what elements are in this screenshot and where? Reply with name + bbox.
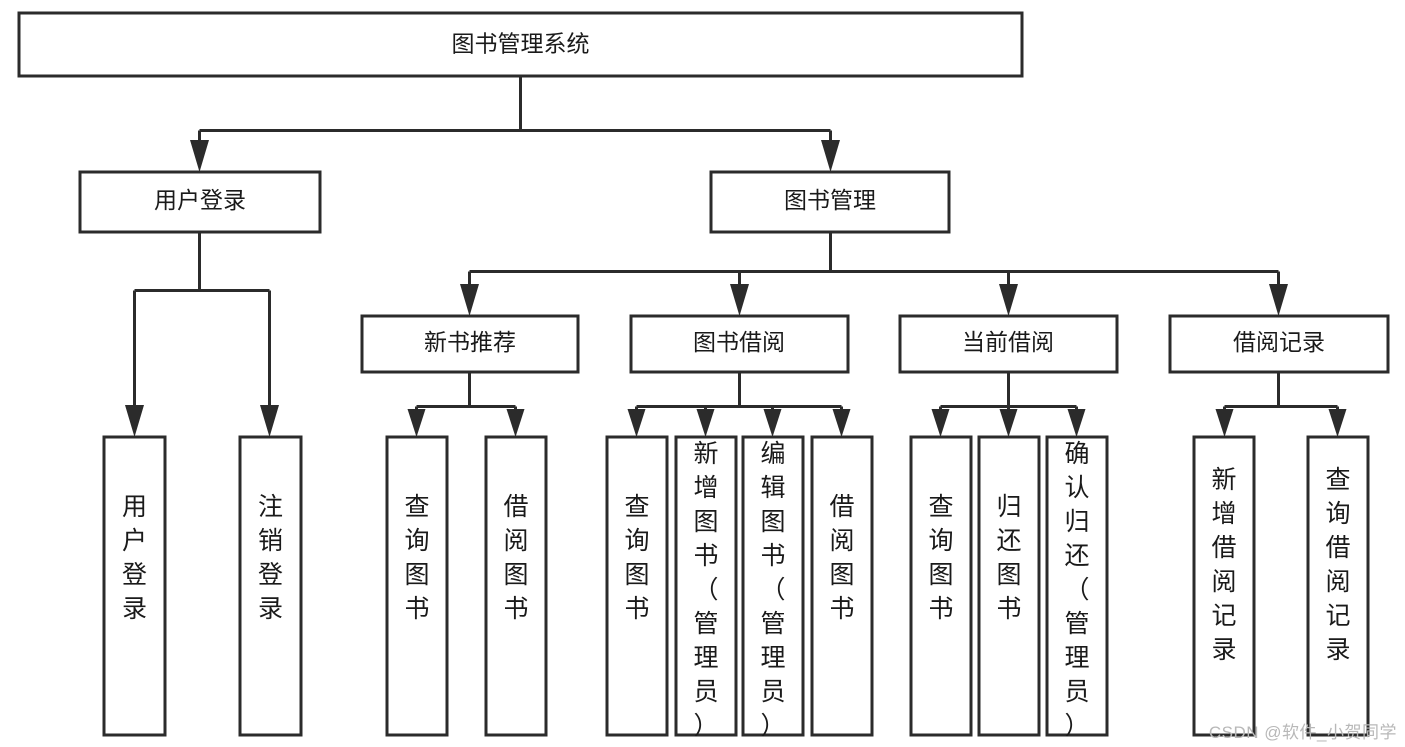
node-borrow-record-label: 借阅记录: [1233, 329, 1325, 355]
arrow-head-leaf-logout: [260, 405, 279, 437]
node-book-borrow-box[interactable]: [629, 314, 850, 374]
node-new-book-rec-label: 新书推荐: [424, 329, 516, 355]
arrow-head-borrow-record: [1269, 284, 1288, 316]
arrow-head-leaf-confirm-return: [1067, 409, 1086, 437]
node-new-book-rec[interactable]: 新书推荐: [360, 314, 580, 374]
connector-group-new-book-rec: [407, 372, 525, 437]
node-user-login[interactable]: 用户登录: [78, 170, 322, 234]
node-leaf-logout[interactable]: 注销登录: [238, 435, 303, 737]
node-leaf-confirm-return-box[interactable]: [1045, 435, 1109, 737]
node-leaf-edit-book-box[interactable]: [741, 435, 805, 737]
node-leaf-borrow-book-2-box[interactable]: [810, 435, 874, 737]
node-leaf-add-book-box[interactable]: [674, 435, 738, 737]
node-leaf-borrow-book-1-box[interactable]: [484, 435, 548, 737]
node-user-login-box[interactable]: [78, 170, 322, 234]
node-leaf-query-record-box[interactable]: [1306, 435, 1370, 737]
node-leaf-query-book-2-box[interactable]: [605, 435, 669, 737]
connector-group-user-login: [125, 232, 279, 437]
node-leaf-user-login[interactable]: 用户登录: [102, 435, 167, 737]
node-leaf-query-book-2-label: 查询图书: [624, 493, 649, 623]
node-leaf-query-book-1[interactable]: 查询图书: [385, 435, 449, 737]
node-leaf-query-book-3[interactable]: 查询图书: [909, 435, 973, 737]
node-root[interactable]: 图书管理系统: [17, 11, 1024, 78]
node-current-borrow-label: 当前借阅: [962, 329, 1054, 355]
node-leaf-return-book-label: 归还图书: [996, 493, 1021, 623]
connector-group-book-borrow: [627, 372, 851, 437]
node-root-label: 图书管理系统: [452, 31, 590, 57]
node-leaf-query-book-3-box[interactable]: [909, 435, 973, 737]
arrow-head-user-login: [190, 140, 209, 172]
node-book-manage-box[interactable]: [709, 170, 951, 234]
node-leaf-query-book-1-label: 查询图书: [404, 493, 429, 623]
node-borrow-record[interactable]: 借阅记录: [1168, 314, 1390, 374]
node-leaf-return-book-box[interactable]: [977, 435, 1041, 737]
node-leaf-query-book-1-box[interactable]: [385, 435, 449, 737]
node-current-borrow[interactable]: 当前借阅: [898, 314, 1119, 374]
arrow-head-leaf-query-book-3: [931, 409, 950, 437]
node-leaf-add-record-label: 新增借阅记录: [1211, 466, 1236, 664]
node-leaf-add-book-label: 新增图书（管理员）: [693, 440, 718, 740]
arrow-head-leaf-query-book-1: [407, 409, 426, 437]
node-book-manage-label: 图书管理: [784, 187, 876, 213]
node-leaf-borrow-book-1-label: 借阅图书: [503, 493, 528, 623]
node-user-login-label: 用户登录: [154, 187, 246, 213]
node-borrow-record-box[interactable]: [1168, 314, 1390, 374]
node-leaf-logout-box[interactable]: [238, 435, 303, 737]
node-leaf-return-book[interactable]: 归还图书: [977, 435, 1041, 737]
node-leaf-query-record[interactable]: 查询借阅记录: [1306, 435, 1370, 737]
node-leaf-logout-label: 注销登录: [258, 493, 283, 623]
node-leaf-borrow-book-2[interactable]: 借阅图书: [810, 435, 874, 737]
node-leaf-edit-book-label: 编辑图书（管理员）: [760, 440, 785, 740]
node-leaf-borrow-book-1[interactable]: 借阅图书: [484, 435, 548, 737]
arrow-head-leaf-query-record: [1328, 409, 1347, 437]
node-leaf-borrow-book-2-label: 借阅图书: [829, 493, 854, 623]
arrow-head-leaf-add-record: [1215, 409, 1234, 437]
connector-group-borrow-record: [1215, 372, 1347, 437]
arrow-head-new-book-rec: [460, 284, 479, 316]
node-book-borrow[interactable]: 图书借阅: [629, 314, 850, 374]
node-leaf-query-book-3-label: 查询图书: [928, 493, 953, 623]
node-leaf-query-book-2[interactable]: 查询图书: [605, 435, 669, 737]
node-leaf-confirm-return-label: 确认归还（管理员）: [1064, 440, 1089, 740]
arrow-head-book-manage: [821, 140, 840, 172]
node-book-borrow-label: 图书借阅: [693, 329, 785, 355]
node-leaf-edit-book[interactable]: 编辑图书（管理员）: [741, 435, 805, 740]
arrow-head-leaf-add-book: [696, 409, 715, 437]
arrow-head-leaf-query-book-2: [627, 409, 646, 437]
node-root-box[interactable]: [17, 11, 1024, 78]
node-leaf-add-record[interactable]: 新增借阅记录: [1192, 435, 1256, 737]
connector-group-current-borrow: [931, 372, 1086, 437]
arrow-head-leaf-borrow-book-1: [506, 409, 525, 437]
node-leaf-add-book[interactable]: 新增图书（管理员）: [674, 435, 738, 740]
node-leaf-add-record-box[interactable]: [1192, 435, 1256, 737]
node-leaf-user-login-box[interactable]: [102, 435, 167, 737]
node-book-manage[interactable]: 图书管理: [709, 170, 951, 234]
node-current-borrow-box[interactable]: [898, 314, 1119, 374]
watermark-label: CSDN @软件_小贺同学: [1208, 723, 1397, 742]
arrow-head-leaf-borrow-book-2: [832, 409, 851, 437]
node-leaf-query-record-label: 查询借阅记录: [1325, 466, 1350, 664]
arrow-head-leaf-user-login: [125, 405, 144, 437]
node-leaf-confirm-return[interactable]: 确认归还（管理员）: [1045, 435, 1109, 740]
connector-group-book-manage: [460, 232, 1288, 316]
arrow-head-book-borrow: [730, 284, 749, 316]
arrow-head-leaf-edit-book: [763, 409, 782, 437]
node-leaf-user-login-label: 用户登录: [122, 493, 147, 623]
arrow-head-leaf-return-book: [999, 409, 1018, 437]
node-new-book-rec-box[interactable]: [360, 314, 580, 374]
connector-group-root: [190, 76, 840, 172]
arrow-head-current-borrow: [999, 284, 1018, 316]
